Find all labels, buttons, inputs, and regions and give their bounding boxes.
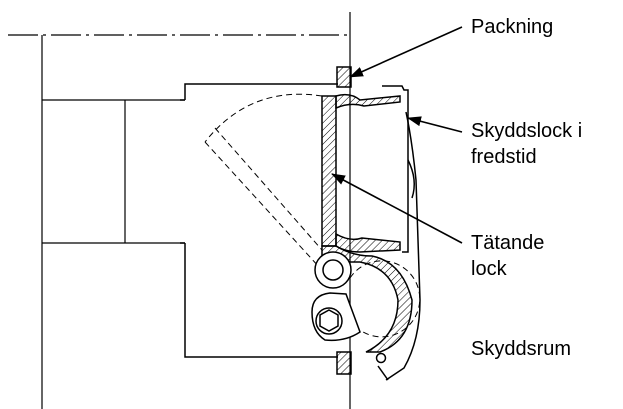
- label-tatande-line2: lock: [471, 258, 507, 280]
- label-packning: Packning: [471, 14, 553, 40]
- cover-latch-pin: [375, 352, 387, 364]
- top-gasket: [336, 66, 352, 88]
- wall-outline: [8, 12, 351, 409]
- sealing-lid: [314, 93, 413, 353]
- label-tatande-lock: Tätande lock: [471, 230, 544, 282]
- label-packning-text: Packning: [471, 16, 554, 38]
- bottom-gasket: [336, 351, 352, 375]
- hinge-hole: [322, 259, 344, 281]
- label-tatande-line1: Tätande: [471, 232, 545, 254]
- arrow-packning: [349, 26, 463, 78]
- label-skyddsrum-text: Skyddsrum: [471, 338, 572, 360]
- label-skyddslock: Skyddslock i fredstid: [471, 118, 582, 170]
- label-skyddslock-line2: fredstid: [471, 146, 537, 168]
- lid-swing-path: [204, 93, 421, 338]
- hinge-bracket: [311, 292, 361, 342]
- door-frame: [180, 83, 338, 358]
- arrow-tatande: [331, 173, 463, 244]
- bolt-hex-icon: [319, 309, 339, 332]
- leader-arrows: [331, 26, 463, 244]
- protective-cover: [375, 85, 421, 381]
- label-skyddslock-line1: Skyddslock i: [471, 120, 583, 142]
- label-skyddsrum: Skyddsrum: [471, 336, 571, 362]
- arrow-skyddslock: [407, 116, 463, 133]
